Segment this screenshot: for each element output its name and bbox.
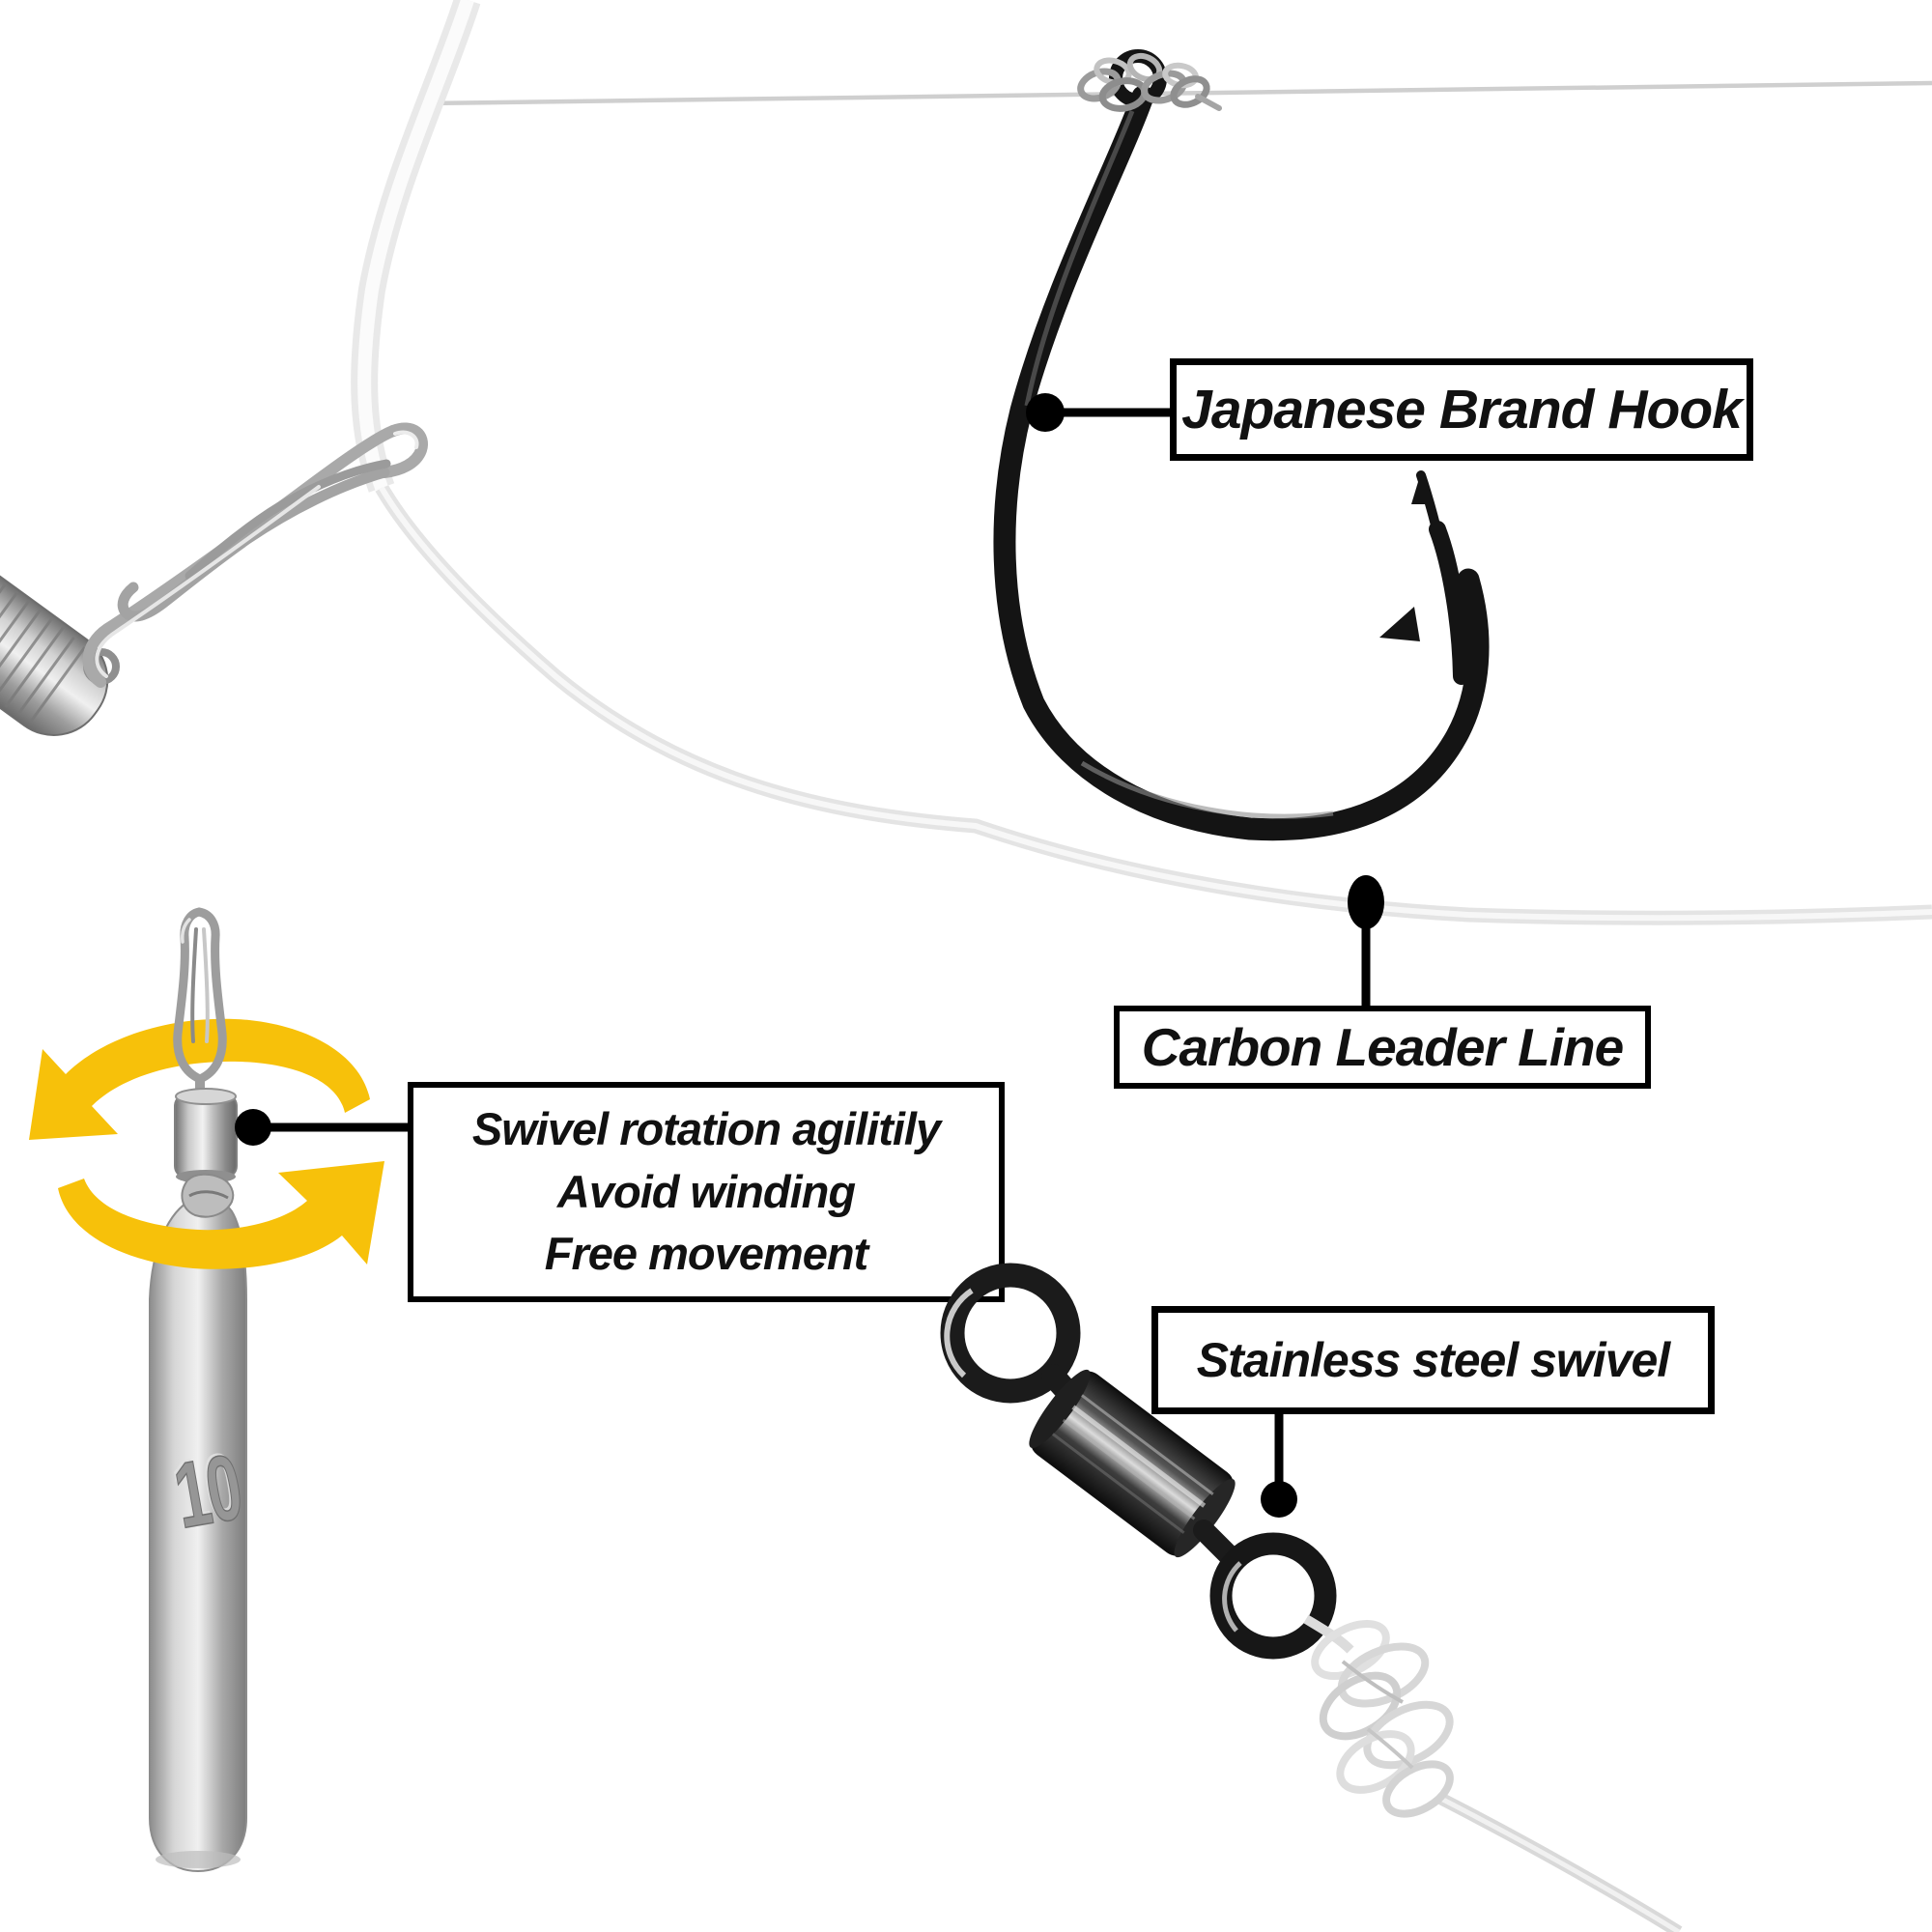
hook-knot bbox=[1077, 52, 1222, 112]
leader-line-label-box: Carbon Leader Line bbox=[1114, 1006, 1651, 1089]
hook-barb bbox=[1379, 607, 1420, 641]
leader-callout-dot bbox=[1348, 875, 1384, 929]
note-line-2: Avoid winding bbox=[556, 1165, 856, 1217]
leader-tail-line bbox=[1438, 1793, 1683, 1932]
hook-eye bbox=[1109, 49, 1167, 107]
stainless-swivel-label-box: Stainless steel swivel bbox=[1151, 1306, 1715, 1414]
note-line-1: Swivel rotation agilitily bbox=[471, 1102, 941, 1154]
fast-snap-clip bbox=[82, 422, 428, 688]
drop-shot-weight-assembly: 10 10 bbox=[29, 907, 384, 1873]
svg-text:10: 10 bbox=[167, 1435, 247, 1548]
swivel-wire-loop bbox=[83, 648, 120, 685]
swivel-rotation-note-box: Swivel rotation agilitily Avoid winding … bbox=[408, 1082, 1005, 1302]
swivel-lower-eye bbox=[1209, 1532, 1337, 1660]
weight-crimp-joint bbox=[181, 1173, 235, 1218]
hook-label-text: Japanese Brand Hook bbox=[1181, 379, 1743, 440]
note-line-3: Free movement bbox=[544, 1228, 868, 1280]
weight-swivel-barrel bbox=[174, 1088, 238, 1183]
hook-label-box: Japanese Brand Hook bbox=[1170, 358, 1753, 461]
weight-body bbox=[149, 1195, 247, 1873]
weight-size-stamp: 10 10 bbox=[165, 1433, 248, 1548]
hook-shank-and-bend bbox=[993, 85, 1490, 841]
hook-callout-dot bbox=[1026, 393, 1065, 432]
hook-point bbox=[1429, 521, 1470, 685]
main-line bbox=[424, 80, 1932, 106]
stainless-callout-dot bbox=[1261, 1481, 1297, 1518]
clear-line-knot bbox=[1303, 1614, 1683, 1932]
weight-clip-swivel bbox=[173, 907, 227, 1101]
svg-text:10: 10 bbox=[165, 1433, 245, 1546]
rotation-arrow-bottom bbox=[58, 1161, 384, 1269]
stainless-swivel-label-text: Stainless steel swivel bbox=[1196, 1333, 1670, 1387]
barrel-swivel-body bbox=[0, 557, 109, 736]
rotation-arrow-top bbox=[29, 1018, 370, 1140]
rotation-arrows bbox=[29, 1018, 384, 1269]
snap-clip-barrel-swivel bbox=[0, 422, 428, 736]
leader-line-label-text: Carbon Leader Line bbox=[1141, 1017, 1624, 1077]
weight-bottom-shading bbox=[156, 1851, 241, 1868]
swivel-rotation-note-text: Swivel rotation agilitily Avoid winding … bbox=[471, 1098, 941, 1287]
rotation-callout-dot bbox=[235, 1109, 271, 1146]
